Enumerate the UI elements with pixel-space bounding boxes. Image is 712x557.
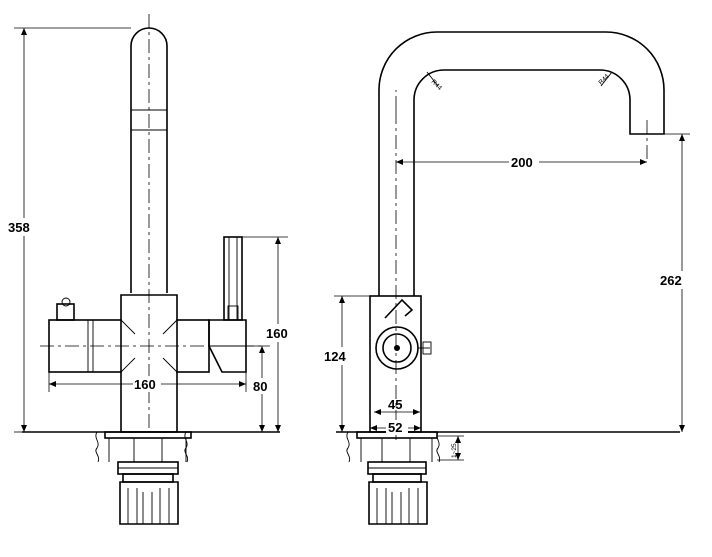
front-body (40, 294, 265, 433)
bend-radius-left-label: R44 (430, 78, 444, 92)
side-spout: R44 R44 (378, 31, 665, 440)
front-base (22, 431, 280, 525)
front-spout (130, 14, 168, 430)
front-view: 358 160 80 160 (4, 14, 294, 525)
body-height-label: 80 (253, 379, 267, 394)
side-body-height-label: 124 (324, 349, 346, 364)
handle-height-label: 160 (266, 326, 288, 341)
body-width-label: 160 (134, 377, 156, 392)
mounting-thickness-label: 1~25 (451, 443, 458, 458)
spout-reach-label: 200 (511, 155, 533, 170)
side-base (336, 431, 680, 525)
side-view: R44 R44 (322, 31, 690, 525)
overall-height-label: 358 (8, 220, 30, 235)
front-handle (223, 236, 243, 321)
spout-height-label: 262 (660, 273, 682, 288)
base-width-label: 52 (388, 420, 402, 435)
inner-width-label: 45 (388, 397, 402, 412)
bend-radius-right-label: R44 (597, 73, 611, 87)
